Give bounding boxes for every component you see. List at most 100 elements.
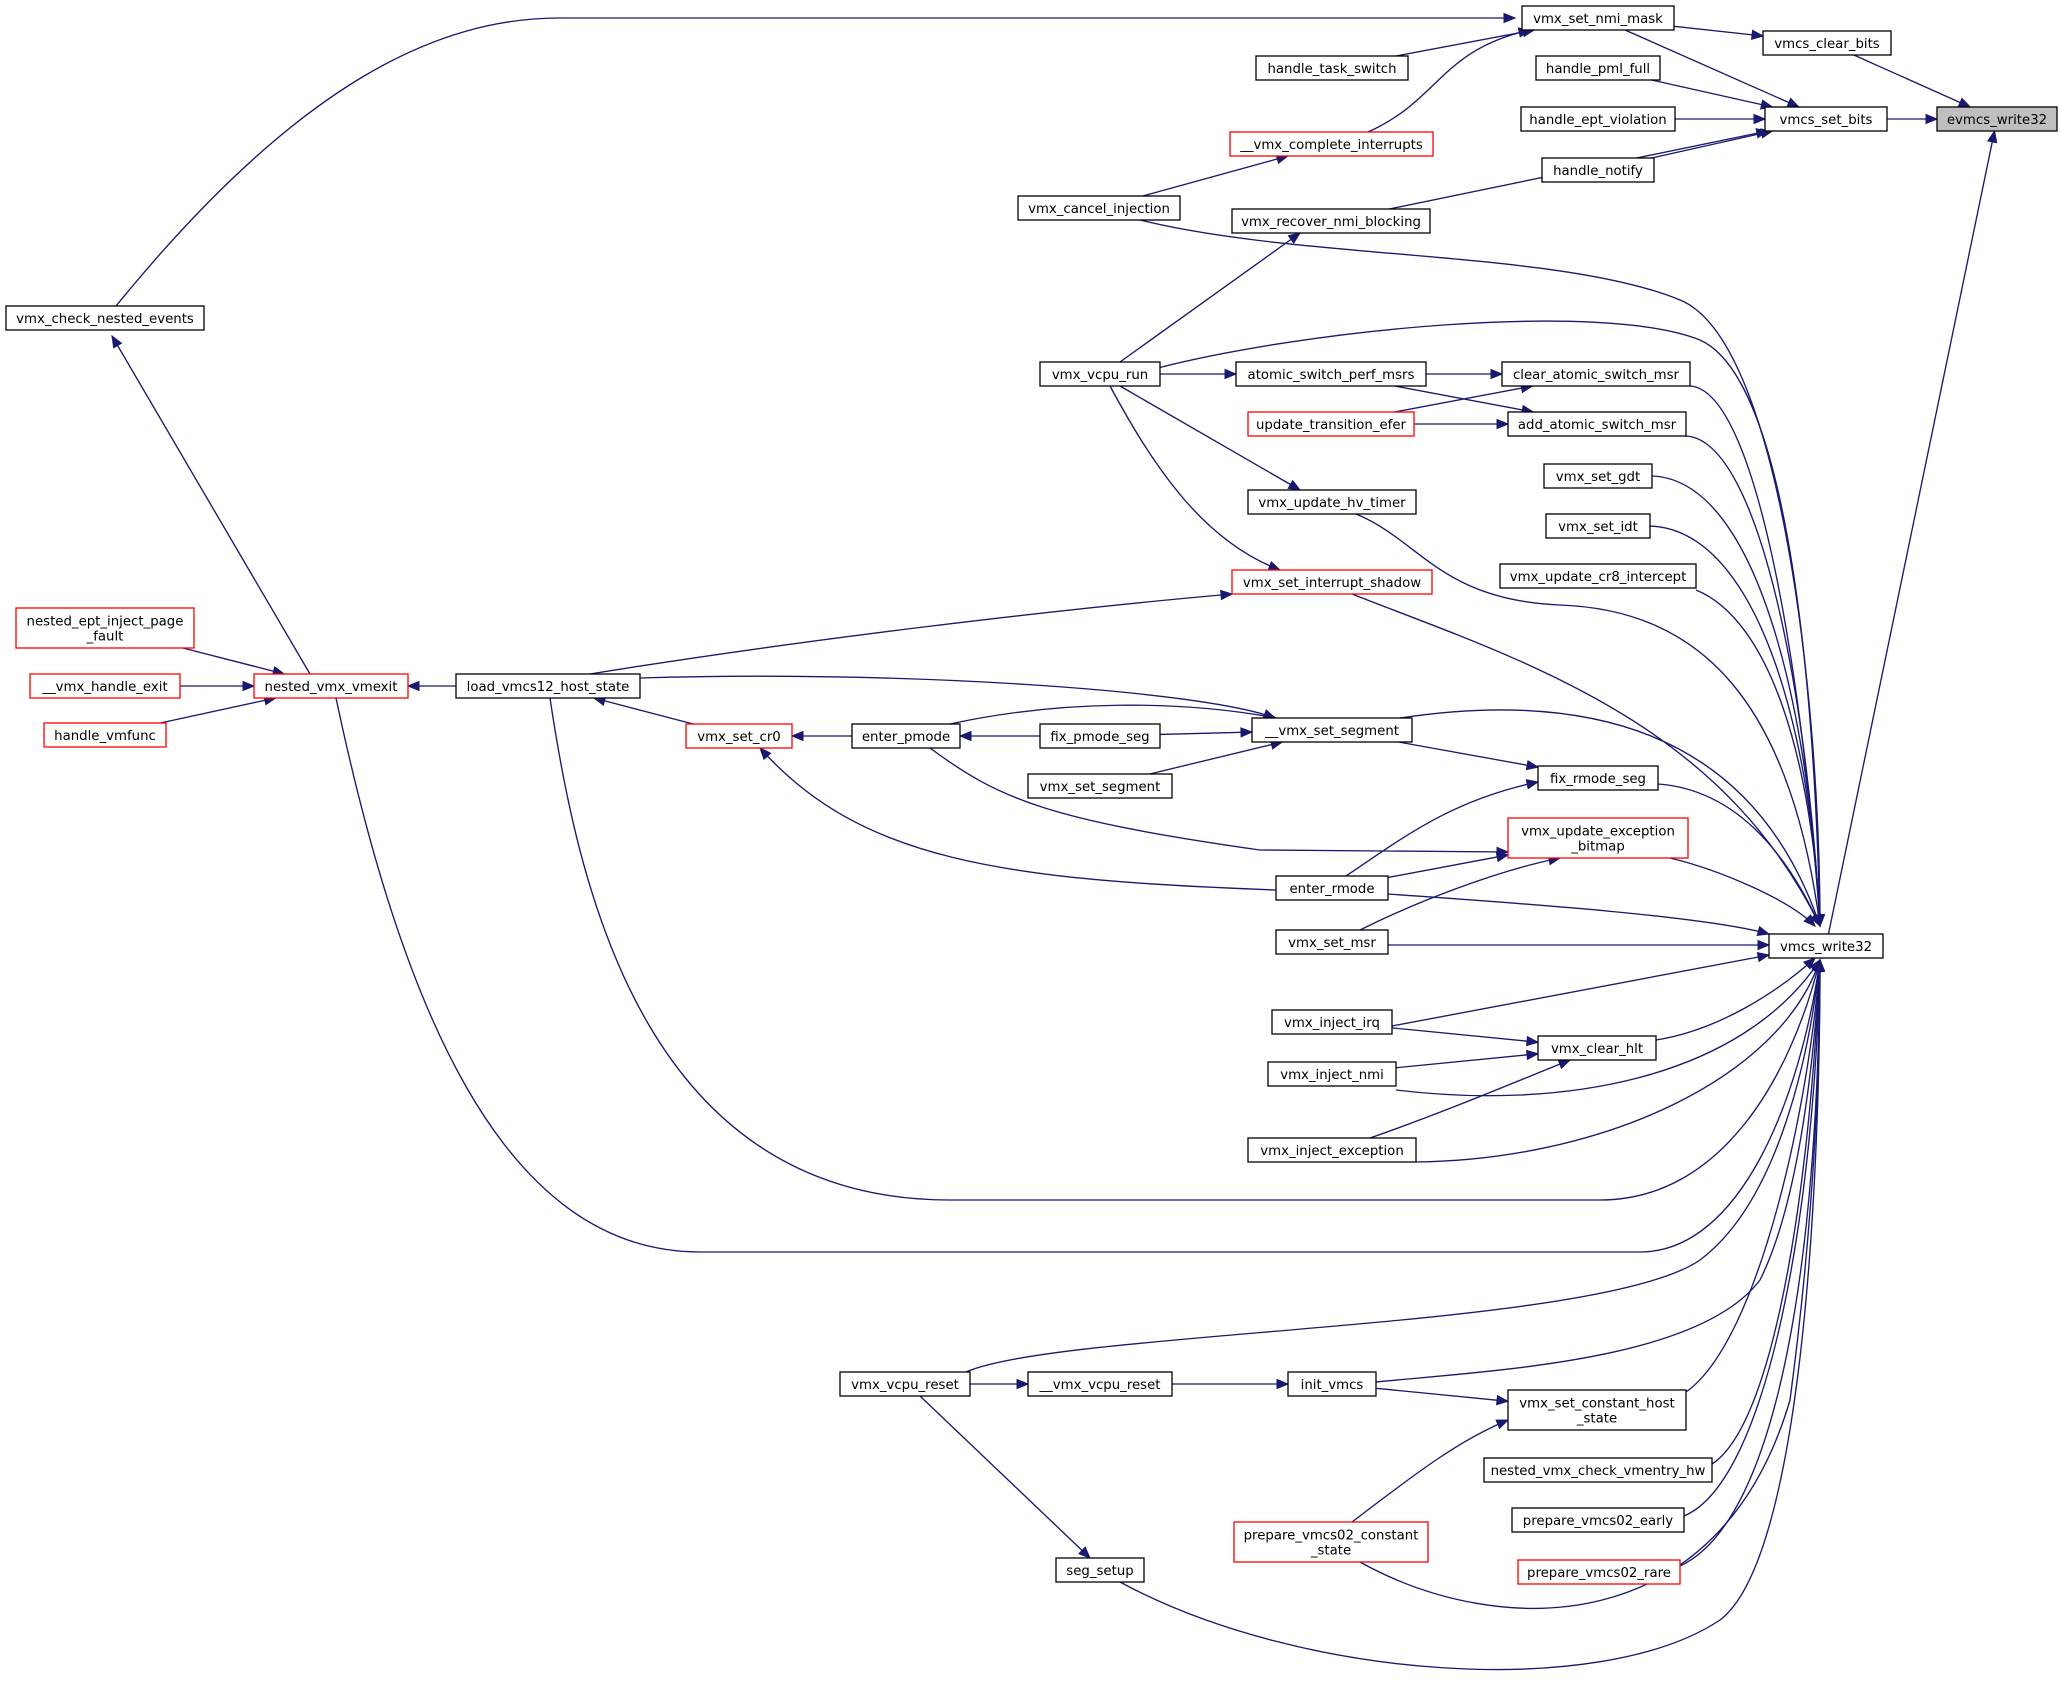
node-vmx-update-cr8-intercept[interactable]: vmx_update_cr8_intercept xyxy=(1499,563,1697,589)
node-vmx-set-constant-host-state[interactable]: vmx_set_constant_host_state xyxy=(1507,1389,1687,1431)
edge-atomic_switch_perf_msrs-to-clear_atomic_switch_msr xyxy=(1426,368,1504,380)
node-box xyxy=(1521,5,1675,31)
node-vmx-set-cr0[interactable]: vmx_set_cr0 xyxy=(685,723,793,749)
edge-update_transition_efer-to-add_atomic_switch_msr xyxy=(1414,418,1510,430)
node-handle-pml-full[interactable]: handle_pml_full xyxy=(1535,55,1661,81)
node-box xyxy=(1255,55,1409,81)
node-enter-rmode[interactable]: enter_rmode xyxy=(1275,875,1389,901)
edge-enter_pmode-to-vmx_set_segment_ xyxy=(949,704,1278,725)
node-seg-setup[interactable]: seg_setup xyxy=(1055,1557,1145,1583)
node-label: vmx_check_nested_events xyxy=(16,312,194,327)
node-label: load_vmcs12_host_state xyxy=(467,680,630,695)
node-vmx-set-idt[interactable]: vmx_set_idt xyxy=(1545,513,1651,539)
node-box xyxy=(1545,513,1651,539)
node-box xyxy=(1251,717,1413,743)
node-vmx-vcpu-reset[interactable]: vmx_vcpu_reset xyxy=(839,1371,971,1397)
node-vmx-update-exception-bitmap[interactable]: vmx_update_exception_bitmap xyxy=(1507,817,1689,859)
node-handle-vmfunc[interactable]: handle_vmfunc xyxy=(43,722,167,748)
node-vmx-set-gdt[interactable]: vmx_set_gdt xyxy=(1543,463,1653,489)
node-vmx-inject-irq[interactable]: vmx_inject_irq xyxy=(1271,1009,1393,1035)
edge-load_vmcs12_host_state-to-vmx_set_segment_ xyxy=(639,675,1277,719)
node-box xyxy=(1768,933,1884,959)
node-label: update_transition_efer xyxy=(1256,418,1407,433)
edge-init_vmcs-to-vmx_set_constant_host_state xyxy=(1375,1387,1510,1406)
edge-vmcs_set_bits-to-evmcs_write32 xyxy=(1887,113,1939,125)
node-add-atomic-switch-msr[interactable]: add_atomic_switch_msr xyxy=(1507,411,1687,437)
node-vmx-check-nested-events[interactable]: vmx_check_nested_events xyxy=(5,305,205,331)
edge-vmx_vcpu_reset_-to-init_vmcs xyxy=(1172,1378,1290,1390)
node-vmcs-write32[interactable]: vmcs_write32 xyxy=(1768,933,1884,959)
node-vmcs-clear-bits[interactable]: vmcs_clear_bits xyxy=(1762,30,1892,56)
node-vmx-set-segment[interactable]: vmx_set_segment xyxy=(1027,773,1173,799)
node-label: vmx_set_segment xyxy=(1040,780,1161,795)
node-nested-vmx-vmexit[interactable]: nested_vmx_vmexit xyxy=(253,673,409,699)
node-box xyxy=(5,305,205,331)
node-vmx-set-nmi-mask[interactable]: vmx_set_nmi_mask xyxy=(1521,5,1675,31)
node-vmx-vcpu-reset-[interactable]: __vmx_vcpu_reset xyxy=(1027,1371,1173,1397)
node-box xyxy=(1275,875,1389,901)
node-vmx-set-msr[interactable]: vmx_set_msr xyxy=(1275,929,1389,955)
node-label: vmx_inject_irq xyxy=(1284,1016,1380,1031)
node-label: enter_pmode xyxy=(862,730,950,745)
node-prepare-vmcs02-constant-state[interactable]: prepare_vmcs02_constant_state xyxy=(1233,1521,1429,1563)
node-prepare-vmcs02-rare[interactable]: prepare_vmcs02_rare xyxy=(1517,1559,1681,1585)
node-box xyxy=(1229,131,1434,157)
node-clear-atomic-switch-msr[interactable]: clear_atomic_switch_msr xyxy=(1501,361,1691,387)
node-vmx-set-interrupt-shadow[interactable]: vmx_set_interrupt_shadow xyxy=(1231,569,1433,595)
node-label: __vmx_vcpu_reset xyxy=(1038,1378,1160,1393)
node-box xyxy=(1247,1137,1417,1163)
node-prepare-vmcs02-early[interactable]: prepare_vmcs02_early xyxy=(1511,1507,1685,1533)
node-label: nested_vmx_check_vmentry_hw xyxy=(1491,1464,1706,1479)
node-vmx-set-segment-[interactable]: __vmx_set_segment xyxy=(1251,717,1413,743)
node-vmx-clear-hlt[interactable]: vmx_clear_hlt xyxy=(1537,1035,1657,1061)
node-vmx-complete-interrupts[interactable]: __vmx_complete_interrupts xyxy=(1229,131,1434,157)
node-box xyxy=(1543,463,1653,489)
node-enter-pmode[interactable]: enter_pmode xyxy=(851,723,961,749)
node-label: handle_notify xyxy=(1553,164,1643,179)
node-label: clear_atomic_switch_msr xyxy=(1513,368,1680,383)
node-vmx-inject-exception[interactable]: vmx_inject_exception xyxy=(1247,1137,1417,1163)
node-nested-ept-inject-page-fault[interactable]: nested_ept_inject_page_fault xyxy=(15,607,195,649)
edge-enter_pmode-to-vmx_set_cr0 xyxy=(790,730,852,742)
edge-vmx_inject_nmi-to-vmx_clear_hlt xyxy=(1395,1049,1540,1069)
node-atomic-switch-perf-msrs[interactable]: atomic_switch_perf_msrs xyxy=(1235,361,1427,387)
node-init-vmcs[interactable]: init_vmcs xyxy=(1287,1371,1377,1397)
node-label: vmx_set_nmi_mask xyxy=(1533,12,1663,27)
node-fix-pmode-seg[interactable]: fix_pmode_seg xyxy=(1039,723,1161,749)
node-load-vmcs12-host-state[interactable]: load_vmcs12_host_state xyxy=(455,673,641,699)
graph-edges xyxy=(111,12,1998,1671)
node-label: vmx_set_idt xyxy=(1558,520,1638,535)
node-fix-rmode-seg[interactable]: fix_rmode_seg xyxy=(1537,765,1659,791)
node-box xyxy=(1017,195,1181,221)
edge-vmx_inject_exception-to-vmx_clear_hlt xyxy=(1369,1059,1572,1139)
node-vmx-vcpu-run[interactable]: vmx_vcpu_run xyxy=(1039,361,1161,387)
node-box xyxy=(839,1371,971,1397)
node-box xyxy=(1764,106,1888,132)
node-label: _state xyxy=(1576,1412,1617,1427)
node-vmx-inject-nmi[interactable]: vmx_inject_nmi xyxy=(1267,1061,1397,1087)
edge-enter_rmode-to-vmcs_write32 xyxy=(1387,893,1771,937)
node-handle-task-switch[interactable]: handle_task_switch xyxy=(1255,55,1409,81)
edge-vmx_vcpu_reset-to-vmcs_write32 xyxy=(965,958,1824,1373)
node-evmcs-write32[interactable]: evmcs_write32 xyxy=(1936,106,2058,132)
node-box xyxy=(1511,1507,1685,1533)
node-handle-notify[interactable]: handle_notify xyxy=(1541,157,1655,183)
node-box xyxy=(1537,765,1659,791)
edge-enter_rmode-to-vmx_set_cr0 xyxy=(759,747,1277,891)
node-box xyxy=(1507,411,1687,437)
node-vmx-update-hv-timer[interactable]: vmx_update_hv_timer xyxy=(1247,489,1417,515)
node-box xyxy=(1517,1559,1681,1585)
node-vmx-cancel-injection[interactable]: vmx_cancel_injection xyxy=(1017,195,1181,221)
node-vmx-recover-nmi-blocking[interactable]: vmx_recover_nmi_blocking xyxy=(1231,208,1431,234)
node-label: prepare_vmcs02_rare xyxy=(1527,1566,1671,1581)
node-nested-vmx-check-vmentry-hw[interactable]: nested_vmx_check_vmentry_hw xyxy=(1483,1457,1713,1483)
node-label: vmcs_clear_bits xyxy=(1774,37,1880,52)
node-vmcs-set-bits[interactable]: vmcs_set_bits xyxy=(1764,106,1888,132)
node-vmx-handle-exit[interactable]: __vmx_handle_exit xyxy=(29,673,181,699)
node-handle-ept-violation[interactable]: handle_ept_violation xyxy=(1520,106,1676,132)
node-update-transition-efer[interactable]: update_transition_efer xyxy=(1247,411,1415,437)
node-label: handle_task_switch xyxy=(1267,62,1396,77)
node-label: vmx_set_interrupt_shadow xyxy=(1243,576,1421,591)
node-label: __vmx_handle_exit xyxy=(41,680,167,695)
